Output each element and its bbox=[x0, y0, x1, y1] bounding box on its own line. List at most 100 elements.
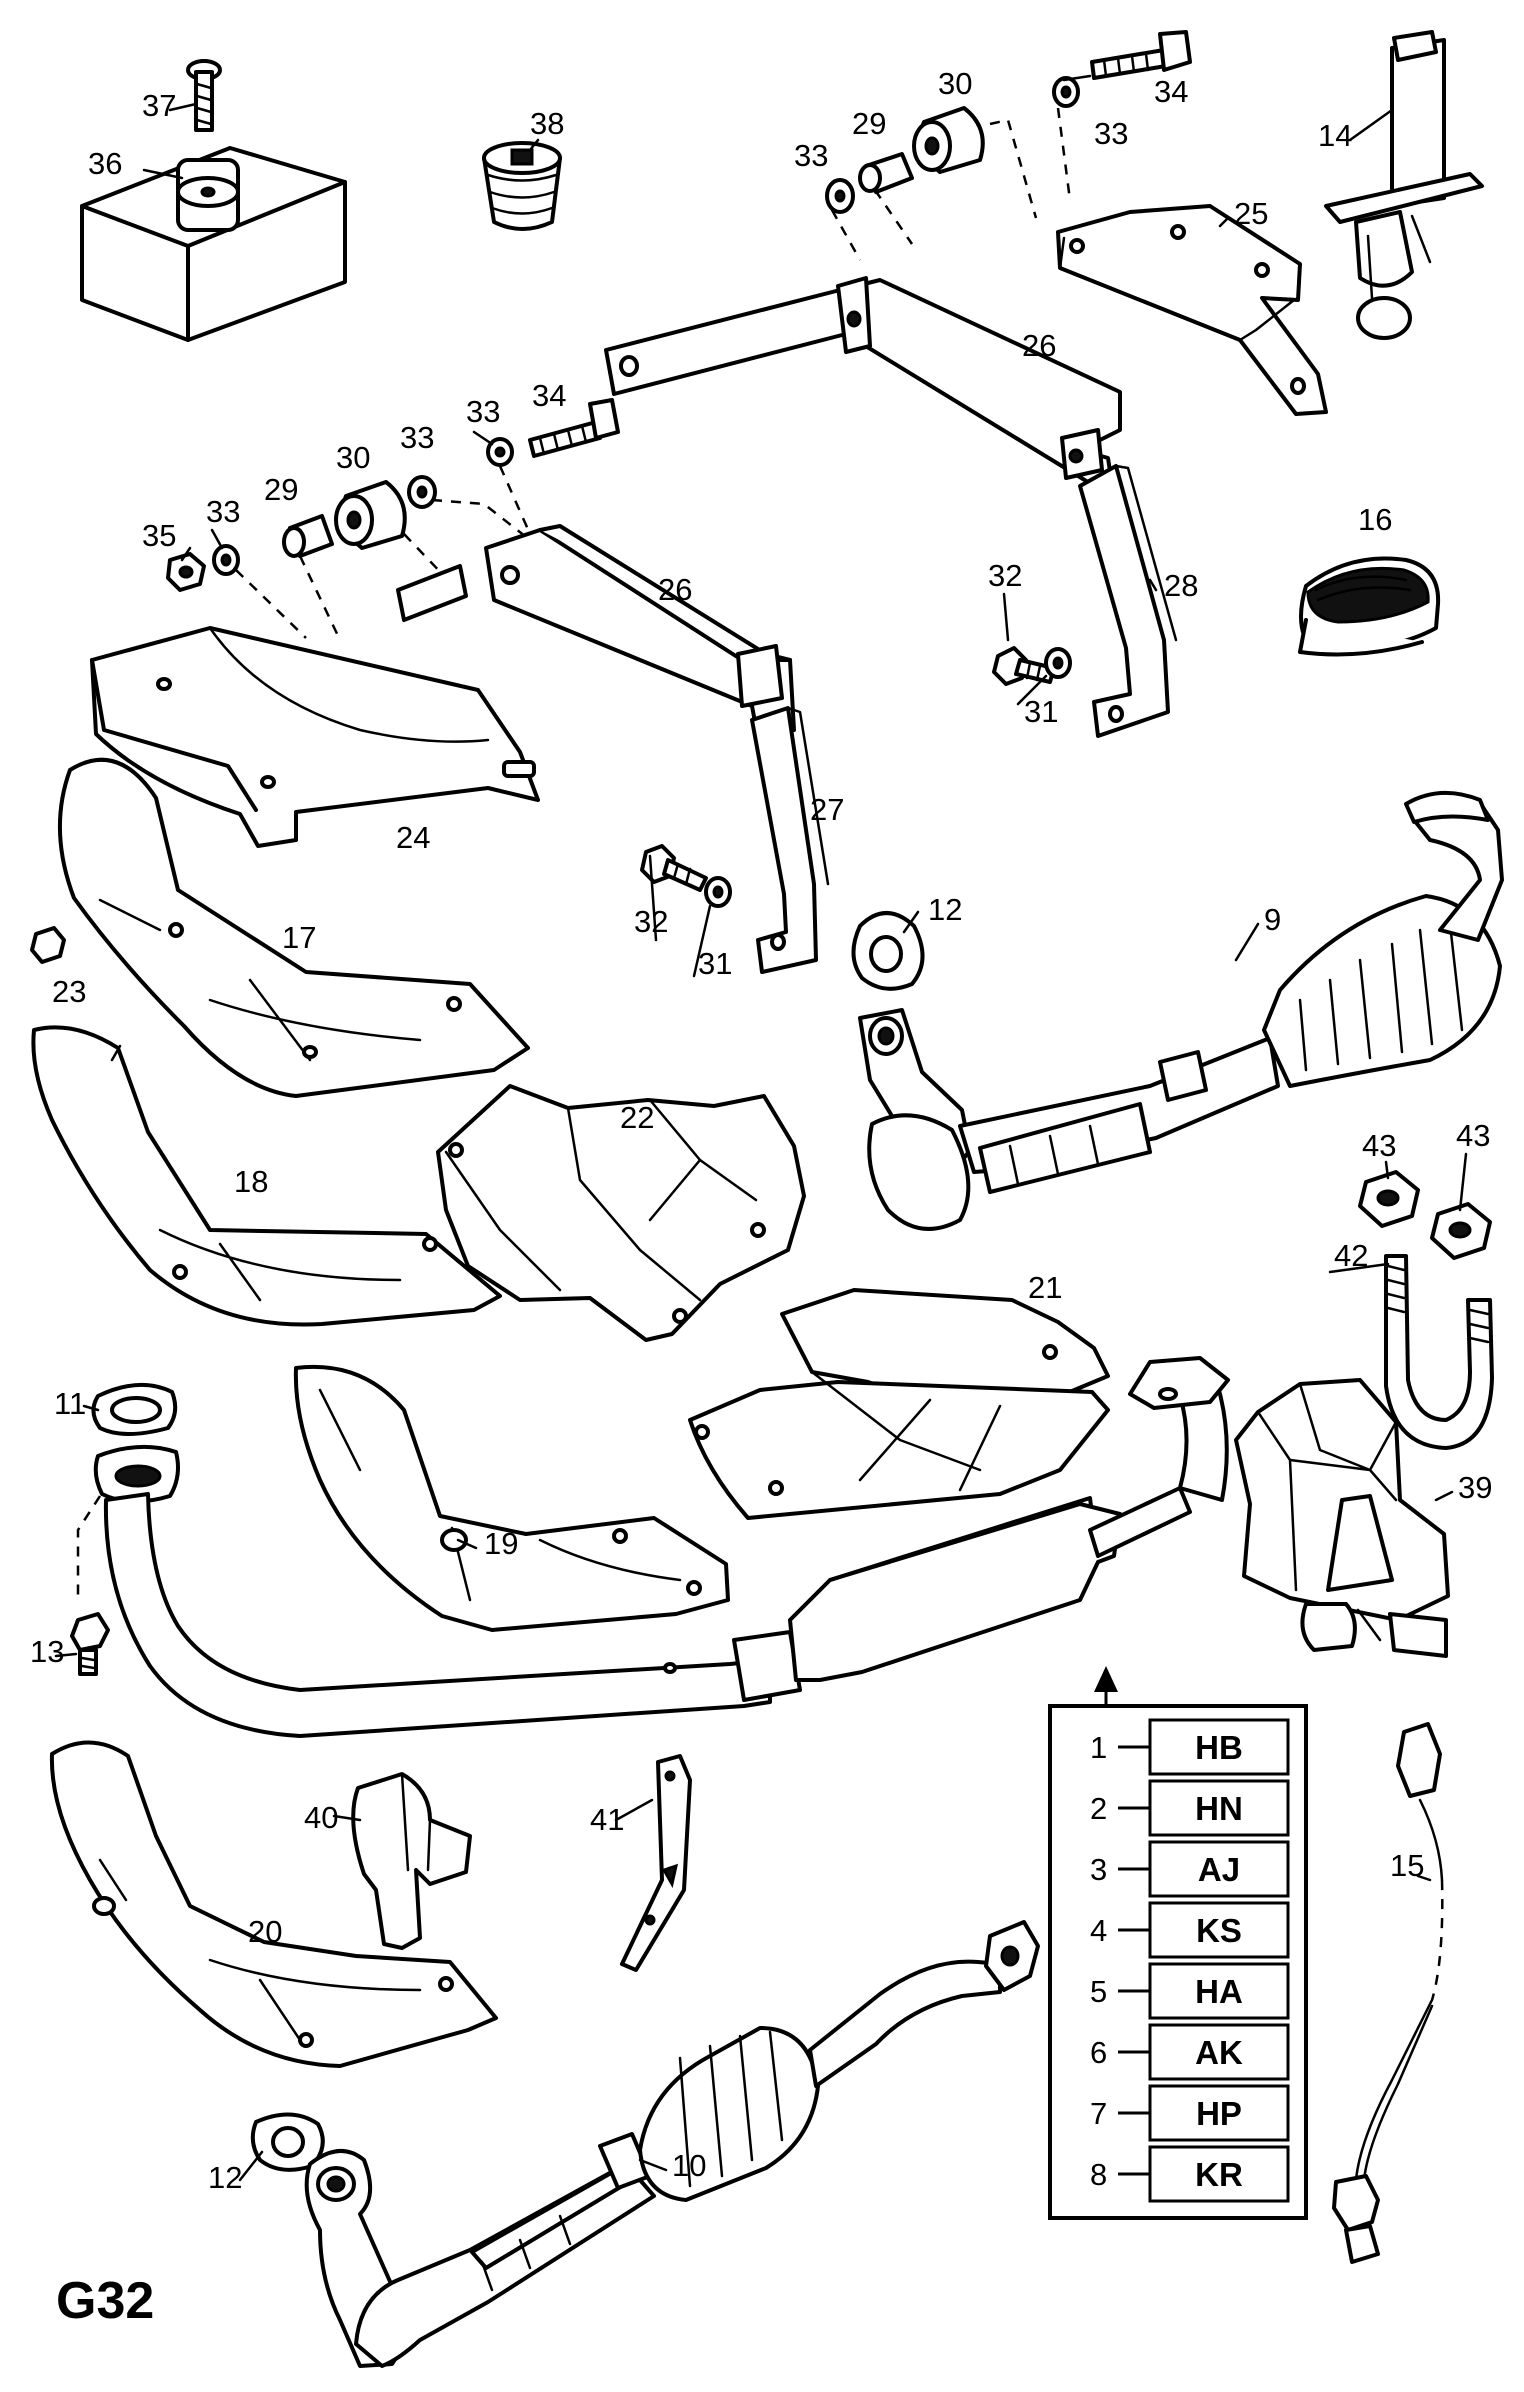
variant-code: AK bbox=[1195, 2034, 1243, 2071]
callout-17: 17 bbox=[282, 920, 316, 955]
callout-11: 11 bbox=[54, 1386, 86, 1421]
part-33-washer-mid-c bbox=[212, 544, 240, 576]
variant-row: 7 HP bbox=[1090, 2084, 1290, 2142]
callout-43-a: 43 bbox=[1362, 1128, 1396, 1163]
callout-40: 40 bbox=[304, 1800, 338, 1835]
callout-12-upper: 12 bbox=[928, 892, 962, 927]
part-41-strap bbox=[620, 1754, 692, 1972]
part-17-heat-shield bbox=[58, 757, 530, 1098]
callout-10: 10 bbox=[672, 2148, 706, 2183]
callout-30-upper: 30 bbox=[938, 66, 972, 101]
callout-33-mid-c: 33 bbox=[206, 494, 240, 529]
callout-26-mid: 26 bbox=[658, 572, 692, 607]
variant-row-number: 5 bbox=[1090, 1974, 1107, 2009]
part-18-heat-shield bbox=[31, 1025, 502, 1327]
callout-32-left: 32 bbox=[634, 904, 668, 939]
variant-code-box bbox=[1148, 2145, 1290, 2203]
callout-30-mid: 30 bbox=[336, 440, 370, 475]
callout-25: 25 bbox=[1234, 196, 1268, 231]
part-30-bush-mid bbox=[334, 480, 407, 550]
callout-31-left: 31 bbox=[698, 946, 732, 981]
figure-id: G32 bbox=[56, 2272, 154, 2330]
callout-35: 35 bbox=[142, 518, 176, 553]
callout-33-upper-a: 33 bbox=[794, 138, 828, 173]
variant-row-number: 4 bbox=[1090, 1913, 1107, 1948]
part-15-oxygen-sensor bbox=[1332, 1722, 1444, 2264]
part-37-bolt bbox=[186, 59, 222, 132]
callout-33-mid-b: 33 bbox=[400, 420, 434, 455]
part-43-nut-a bbox=[1358, 1170, 1420, 1228]
part-27-stay bbox=[750, 706, 830, 974]
callout-12-lower: 12 bbox=[208, 2160, 242, 2195]
part-36-rubber-block bbox=[80, 146, 347, 342]
callout-36: 36 bbox=[88, 146, 122, 181]
callout-16: 16 bbox=[1358, 502, 1392, 537]
callout-38: 38 bbox=[530, 106, 564, 141]
callout-27: 27 bbox=[810, 792, 844, 827]
callout-20: 20 bbox=[248, 1914, 282, 1949]
part-22-heat-shield bbox=[436, 1084, 806, 1342]
part-13-bolt bbox=[70, 1612, 110, 1676]
part-38-plug bbox=[482, 141, 562, 231]
callout-19: 19 bbox=[484, 1526, 518, 1561]
callout-33-mid-a: 33 bbox=[466, 394, 500, 429]
part-40-clamp bbox=[351, 1772, 472, 1950]
part-33-washer-upper-a bbox=[825, 178, 855, 214]
part-26-bracket-upper bbox=[604, 276, 1122, 500]
part-28-stay bbox=[1078, 464, 1178, 738]
variant-row: 2 HN bbox=[1090, 1779, 1290, 1837]
callout-labels: 37 36 38 30 34 29 33 33 14 25 26 33 34 3… bbox=[30, 66, 1492, 2195]
callout-13: 13 bbox=[30, 1634, 64, 1669]
part-11-gasket bbox=[91, 1382, 178, 1436]
front-pipe-and-silencer bbox=[93, 1356, 1230, 1738]
part-39-hanger-bracket bbox=[1234, 1378, 1450, 1658]
part-34-bolt-mid bbox=[528, 398, 620, 458]
callout-29-upper: 29 bbox=[852, 106, 886, 141]
part-26-bracket-mid bbox=[484, 524, 796, 740]
variant-row-number: 6 bbox=[1090, 2035, 1107, 2070]
variant-row: 5 HA bbox=[1090, 1962, 1290, 2020]
part-35-nut bbox=[166, 552, 206, 592]
variant-row-number: 8 bbox=[1090, 2157, 1107, 2192]
variant-code: KS bbox=[1196, 1912, 1242, 1949]
variant-code-box bbox=[1148, 1718, 1290, 1776]
part-24-heat-shield bbox=[90, 626, 540, 848]
variant-code: HP bbox=[1196, 2095, 1242, 2132]
part-42-u-bolt bbox=[1384, 1254, 1494, 1450]
variant-code: HN bbox=[1195, 1790, 1243, 1827]
part-12-gasket-upper bbox=[851, 911, 925, 991]
variant-row-number: 7 bbox=[1090, 2096, 1107, 2131]
part-23-nut bbox=[30, 926, 66, 964]
variant-code-box bbox=[1148, 2023, 1290, 2081]
variant-code-box bbox=[1148, 1840, 1290, 1898]
callout-29-mid: 29 bbox=[264, 472, 298, 507]
variant-code: HA bbox=[1195, 1973, 1243, 2010]
variant-code: HB bbox=[1195, 1729, 1243, 1766]
part-12-gasket-lower bbox=[250, 2112, 325, 2172]
variant-row: 1 HB bbox=[1090, 1718, 1290, 1776]
part-16-tape-roll bbox=[1298, 556, 1441, 657]
callout-39: 39 bbox=[1458, 1470, 1492, 1505]
part-33-washer-mid-b bbox=[407, 475, 437, 509]
variant-row: 6 AK bbox=[1090, 2023, 1290, 2081]
variant-row-number: 1 bbox=[1090, 1730, 1107, 1765]
callout-32-right: 32 bbox=[988, 558, 1022, 593]
part-30-bush-upper bbox=[912, 106, 985, 174]
callout-22: 22 bbox=[620, 1100, 654, 1135]
part-43-nut-b bbox=[1430, 1202, 1492, 1260]
callout-9: 9 bbox=[1264, 902, 1281, 937]
variant-row: 4 KS bbox=[1090, 1901, 1290, 1959]
callout-23: 23 bbox=[52, 974, 86, 1009]
part-34-bolt-upper bbox=[1090, 30, 1192, 80]
variant-code: AJ bbox=[1198, 1851, 1240, 1888]
callout-21: 21 bbox=[1028, 1270, 1062, 1305]
part-20-heat-shield bbox=[49, 1740, 498, 2068]
variant-row-number: 2 bbox=[1090, 1791, 1107, 1826]
callout-28: 28 bbox=[1164, 568, 1198, 603]
part-25-bracket bbox=[1056, 204, 1328, 416]
callout-43-b: 43 bbox=[1456, 1118, 1490, 1153]
variant-code-box bbox=[1148, 1962, 1290, 2020]
